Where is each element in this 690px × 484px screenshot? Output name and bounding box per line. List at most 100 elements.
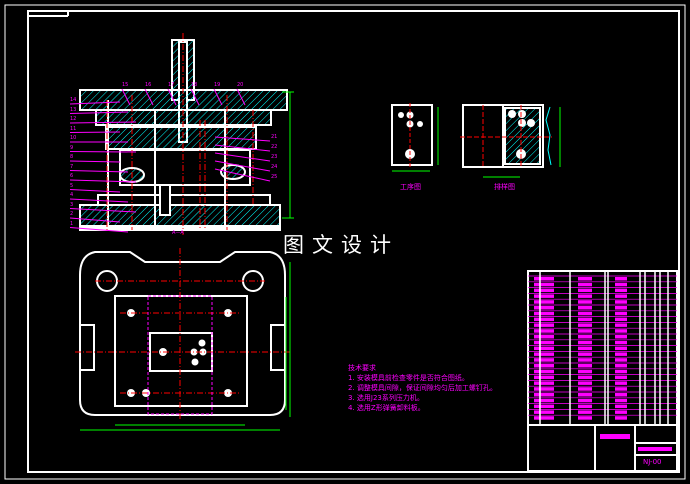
bom-cell-text <box>578 369 592 374</box>
bom-cell-text <box>615 277 627 281</box>
leader-line <box>69 189 121 193</box>
technical-requirements-title: 技术要求 <box>348 364 376 372</box>
part-number-label: 25 <box>271 174 278 180</box>
leader-line <box>69 151 137 153</box>
part-number-label: 16 <box>145 82 152 88</box>
bom-cell-text <box>615 282 627 287</box>
bom-cell-text <box>615 404 627 409</box>
requirement-item: 4. 选用Z形弹簧卸料板。 <box>348 404 425 412</box>
bom-cell-text <box>578 294 592 298</box>
part-leader-lines <box>69 88 271 233</box>
process-drawing-label: 工序图 <box>400 183 421 191</box>
bom-cell-text <box>615 410 627 414</box>
part-number-label: 10 <box>70 135 77 141</box>
part-number-label: 2 <box>70 211 74 217</box>
bom-cell-text <box>615 398 627 403</box>
leader-line <box>236 88 246 106</box>
part-number-label: 22 <box>271 144 278 150</box>
leader-line <box>144 88 154 106</box>
bom-cell-text <box>615 335 627 339</box>
bom-cell-text <box>578 317 592 322</box>
part-number-label: 14 <box>70 97 77 103</box>
drawing-number: NJ-00 <box>643 458 662 466</box>
part-number-label: 3 <box>70 201 74 208</box>
requirement-item: 3. 选用J23系列压力机。 <box>348 394 424 402</box>
bom-cell-text <box>534 288 554 293</box>
part-number-label: 13 <box>70 106 77 113</box>
bom-cell-text <box>615 306 627 310</box>
bom-cell-text <box>615 352 627 356</box>
leader-line <box>69 121 137 124</box>
bom-cell-text <box>534 398 554 403</box>
strip-layout-drawing <box>460 104 561 178</box>
bom-cell-text <box>534 329 554 333</box>
bom-cell-text <box>534 300 554 304</box>
part-number-label: 19 <box>214 82 221 88</box>
bom-cell-text <box>534 346 554 351</box>
leader-line <box>167 88 177 106</box>
leader-line <box>69 208 137 213</box>
leader-line <box>69 179 137 183</box>
bom-cell-text <box>578 404 592 409</box>
bom-cell-text <box>578 340 592 345</box>
part-number-label: 5 <box>70 182 74 189</box>
bom-cell-text <box>534 404 554 409</box>
bom-cell-text <box>534 340 554 345</box>
bom-cell-text <box>578 364 592 368</box>
part-number-label: 12 <box>70 116 77 122</box>
part-number-label: 9 <box>70 144 74 151</box>
bom-cell-text <box>615 311 627 316</box>
bom-cell-text <box>578 329 592 333</box>
leader-line <box>69 198 129 203</box>
bill-of-materials <box>528 271 677 425</box>
leader-line <box>69 111 129 114</box>
bom-cell-text <box>578 387 592 391</box>
bom-cell-text <box>578 288 592 293</box>
bom-cell-text <box>534 364 554 368</box>
plan-view-dimensions <box>80 262 291 431</box>
bom-cell-text <box>615 300 627 304</box>
requirement-item: 1. 安装模具前检查零件是否符合图纸。 <box>348 374 469 382</box>
part-number-label: 4 <box>70 192 74 198</box>
bom-cell-text <box>534 317 554 322</box>
part-number-label: 11 <box>70 125 77 132</box>
leader-line <box>69 160 121 163</box>
leader-line <box>69 131 121 133</box>
title-block <box>527 270 678 472</box>
bom-cell-text <box>615 364 627 368</box>
watermark-text: 图文设计 <box>283 233 399 257</box>
section-label: A—A <box>172 230 184 236</box>
bom-cell-text <box>534 306 554 310</box>
technical-requirements: 技术要求 1. 安装模具前检查零件是否符合图纸。 2. 调整模具间隙，保证间隙均… <box>348 363 497 413</box>
leader-line <box>214 152 271 162</box>
bom-cell-text <box>615 381 627 385</box>
bom-cell-text <box>615 317 627 322</box>
leader-line <box>214 160 271 172</box>
leader-line <box>69 217 121 223</box>
part-number-label: 24 <box>271 164 278 170</box>
leader-line <box>69 227 129 233</box>
leader-line <box>190 88 200 106</box>
process-drawing <box>391 103 439 172</box>
bom-cell-text <box>578 358 592 362</box>
bom-cell-text <box>578 393 592 397</box>
bom-cell-text <box>534 381 554 385</box>
bom-cell-text <box>534 410 554 414</box>
bom-cell-text <box>534 323 554 327</box>
part-number-label: 17 <box>168 82 175 88</box>
bom-cell-text <box>615 393 627 397</box>
leader-line <box>214 144 271 152</box>
bom-cell-text <box>578 346 592 351</box>
bom-cell-text <box>578 381 592 385</box>
part-number-label: 7 <box>70 163 74 170</box>
part-number-label: 20 <box>237 82 244 88</box>
bom-cell-text <box>578 277 592 281</box>
bom-cell-text <box>578 410 592 414</box>
bom-cell-text <box>578 375 592 380</box>
bom-cell-text <box>534 294 554 298</box>
plan-view-centerlines <box>75 248 290 420</box>
bom-cell-text <box>615 358 627 362</box>
layout-drawing-label: 排样图 <box>494 183 515 191</box>
